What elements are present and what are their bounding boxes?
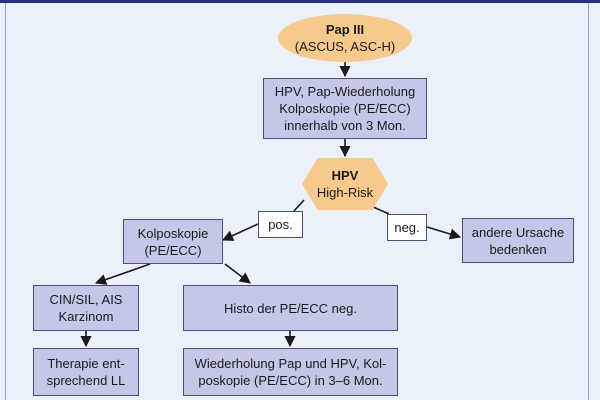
kolposkopie-line2: (PE/ECC) [144,242,202,258]
edge-kolposkopie-to-histo [224,263,251,284]
histo-neg-line1: Histo der PE/ECC neg. [224,300,357,316]
highrisk-title: HPV [331,168,359,183]
top-accent-bar [0,0,600,3]
diagram-frame [5,3,589,400]
box-cin: CIN/SIL, AIS Karzinom [33,285,139,331]
pos-label-text: pos. [268,217,293,232]
cin-line2: Karzinom [58,309,114,324]
hpv-repeat-line3: innerhalb von 3 Mon. [284,118,406,133]
cin-line1: CIN/SIL, AIS [49,292,123,307]
box-repeat-3-6: Wiederholung Pap und HPV, Kol- poskopie … [183,348,398,396]
hpv-repeat-line1: HPV, Pap-Wiederholung [274,84,416,99]
box-other-cause: andere Ursache bedenken [462,218,574,263]
highrisk-subtitle: High-Risk [316,185,374,200]
other-cause-line2: bedenken [489,241,547,257]
box-hpv-repeat: HPV, Pap-Wiederholung Kolposkopie (PE/EC… [263,78,427,139]
kolposkopie-line1: Kolposkopie [137,225,209,241]
box-histo-neg: Histo der PE/ECC neg. [183,285,398,331]
pap3-title: Pap III [325,22,365,37]
therapy-line1: Therapie ent- [47,356,125,371]
neg-label-text: neg. [394,220,420,235]
start-node-pap3: Pap III (ASCUS, ASC-H) [278,14,412,62]
pap3-subtitle: (ASCUS, ASC-H) [294,39,396,54]
hpv-repeat-line2: Kolposkopie (PE/ECC) [279,101,411,116]
box-therapy: Therapie ent- sprechend LL [33,348,139,396]
edge-highrisk-to-pos [293,199,305,212]
therapy-line2: sprechend LL [46,373,126,388]
edge-label-pos: pos. [258,211,303,238]
box-kolposkopie: Kolposkopie (PE/ECC) [123,219,223,264]
edge-label-neg: neg. [387,214,427,241]
other-cause-line1: andere Ursache [471,224,565,240]
edge-kolposkopie-to-cin [94,263,151,285]
edge-pos-to-kolposkopie [221,223,259,241]
repeat-36-line1: Wiederholung Pap und HPV, Kol- [194,356,387,371]
repeat-36-line2: poskopie (PE/ECC) in 3–6 Mon. [198,373,383,388]
edge-neg-to-other-cause [426,226,462,240]
decision-hpv-highrisk: HPV High-Risk [302,158,388,210]
